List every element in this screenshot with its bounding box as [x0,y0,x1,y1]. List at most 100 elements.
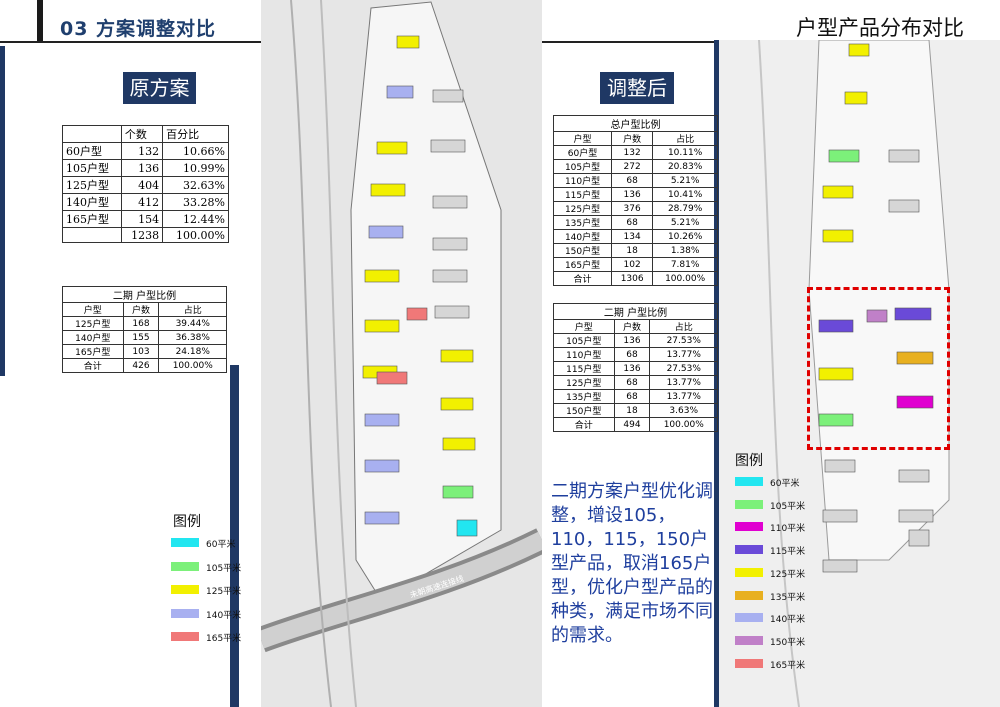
table-cell: 140户型 [62,193,122,211]
adjusted-site-plan-svg [719,40,1000,707]
table-caption: 总户型比例 [553,115,718,132]
legend-swatch [171,585,199,594]
table-cell: 合计 [553,417,615,432]
header-accent-bar [37,0,43,42]
legend-label: 125平米 [206,587,242,597]
table-header-cell: 户型 [552,131,613,146]
table-cell: 376 [611,201,654,216]
legend-swatch [171,561,199,571]
legend-swatch [735,567,763,577]
table-cell: 5.21% [652,173,718,188]
table-cell: 125户型 [62,316,124,331]
table-cell: 105户型 [553,333,615,348]
table-caption-row: 二期 户型比例 [553,303,718,320]
table-header-cell: 户数 [611,131,654,146]
legend-label: 150平米 [770,637,806,648]
building-block [434,305,470,319]
building-block [370,183,406,197]
table-cell: 105户型 [62,159,122,177]
table-cell: 10.41% [652,187,718,202]
legend-swatch [735,658,763,668]
building-block [364,319,400,333]
table-cell: 13.77% [649,347,718,362]
table-cell: 33.28% [162,193,229,211]
table-cell: 12.44% [162,210,229,228]
table-cell: 136 [120,159,164,177]
table-cell: 412 [120,193,164,211]
table-cell: 100.00% [652,271,718,286]
table-cell: 68 [613,375,651,390]
table-cell: 68 [613,347,651,362]
table-cell: 150户型 [553,403,615,418]
table-cell: 426 [122,358,160,373]
building-block [898,509,934,523]
building-block [386,85,414,99]
building-block [822,229,854,243]
adjusted-label: 调整后 [600,72,674,104]
legend-label: 165平米 [770,660,806,671]
table-cell: 125户型 [552,201,613,216]
building-block [888,199,920,213]
table-cell: 140户型 [552,229,613,244]
table-cell: 10.11% [652,145,718,160]
table-cell: 100.00% [162,227,229,243]
table-cell: 7.81% [652,257,718,272]
table-caption-row: 二期 户型比例 [62,286,227,303]
table-cell: 102 [611,257,654,272]
table-cell: 60户型 [552,145,613,160]
table-cell: 135户型 [553,389,615,404]
table-header-row: 户型户数占比 [62,302,227,317]
building-block [822,185,854,199]
table-cell: 27.53% [649,333,718,348]
table-cell: 3.63% [649,403,718,418]
building-block [432,195,468,209]
building-block [866,309,888,323]
table-cell: 132 [120,142,164,160]
building-block [364,511,400,525]
adjusted-site-plan [719,40,1000,707]
adjustment-description: 二期方案户型优化调整，增设105，110，115，150户型产品，取消165户型… [551,481,713,646]
building-block [894,307,932,321]
building-block [818,319,854,333]
table-header-cell: 占比 [652,131,718,146]
table-cell: 68 [611,173,654,188]
table-cell: 18 [613,403,651,418]
building-block [442,437,476,451]
original-site-plan: 未朝高速连接线 [261,0,542,707]
table-cell: 5.21% [652,215,718,230]
table-header-cell: 户数 [122,302,160,317]
table-cell: 165户型 [62,210,122,228]
table-header-row: 个数百分比 [62,125,229,143]
table-cell: 10.99% [162,159,229,177]
right-accent-bar-1 [230,365,239,707]
table-caption: 二期 户型比例 [553,303,718,320]
building-block [440,349,474,363]
table-cell: 155 [122,330,160,345]
table-cell: 136 [613,361,651,376]
table-cell: 39.44% [158,316,227,331]
table-cell: 32.63% [162,176,229,194]
legend-label: 60平米 [770,479,800,489]
distribution-title: 户型产品分布对比 [796,16,964,40]
table-cell: 36.38% [158,330,227,345]
building-block [896,351,934,365]
building-block [430,139,466,153]
table-cell: 20.83% [652,159,718,174]
